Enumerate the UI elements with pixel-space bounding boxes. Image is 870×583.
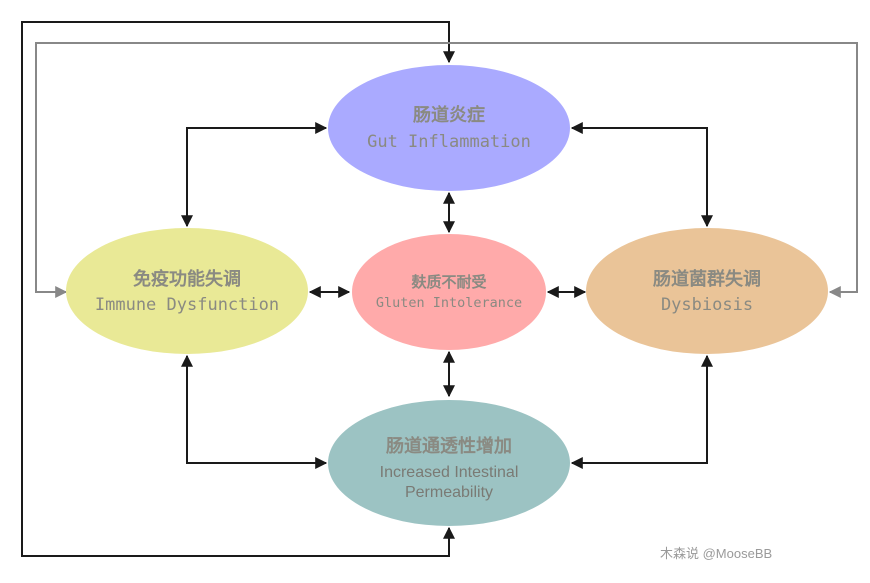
arrow-immune-permeability bbox=[181, 354, 328, 469]
node-dysbiosis-zh: 肠道菌群失调 bbox=[653, 268, 761, 290]
node-increased-permeability: 肠道通透性增加 Increased Intestinal Permeabilit… bbox=[328, 400, 570, 526]
watermark: 木森说 @MooseBB bbox=[660, 546, 772, 561]
node-gluten-intolerance-en: Gluten Intolerance bbox=[376, 295, 522, 311]
loop-arrow-permeability-to-inflammation bbox=[21, 21, 455, 557]
node-gluten-intolerance-zh: 麸质不耐受 bbox=[410, 273, 486, 291]
node-dysbiosis-en: Dysbiosis bbox=[661, 295, 753, 315]
node-gut-inflammation-en: Gut Inflammation bbox=[367, 132, 531, 152]
arrow-dysbiosis-permeability bbox=[570, 354, 713, 469]
node-immune-dysfunction: 免疫功能失调 Immune Dysfunction bbox=[66, 228, 308, 354]
arrow-inflammation-dysbiosis bbox=[570, 122, 713, 228]
node-gut-inflammation: 肠道炎症 Gut Inflammation bbox=[328, 65, 570, 191]
node-dysbiosis: 肠道菌群失调 Dysbiosis bbox=[586, 228, 828, 354]
node-immune-dysfunction-en: Immune Dysfunction bbox=[95, 295, 279, 315]
loop-arrow-immune-to-dysbiosis bbox=[35, 42, 858, 298]
arrow-inflammation-immune bbox=[181, 122, 328, 228]
node-increased-permeability-zh: 肠道通透性增加 bbox=[386, 435, 512, 457]
node-gluten-intolerance: 麸质不耐受 Gluten Intolerance bbox=[352, 234, 546, 350]
node-increased-permeability-en-line2: Permeability bbox=[405, 484, 493, 501]
node-immune-dysfunction-zh: 免疫功能失调 bbox=[133, 268, 241, 290]
node-gut-inflammation-zh: 肠道炎症 bbox=[413, 104, 485, 126]
node-increased-permeability-en-line1: Increased Intestinal bbox=[380, 464, 519, 481]
